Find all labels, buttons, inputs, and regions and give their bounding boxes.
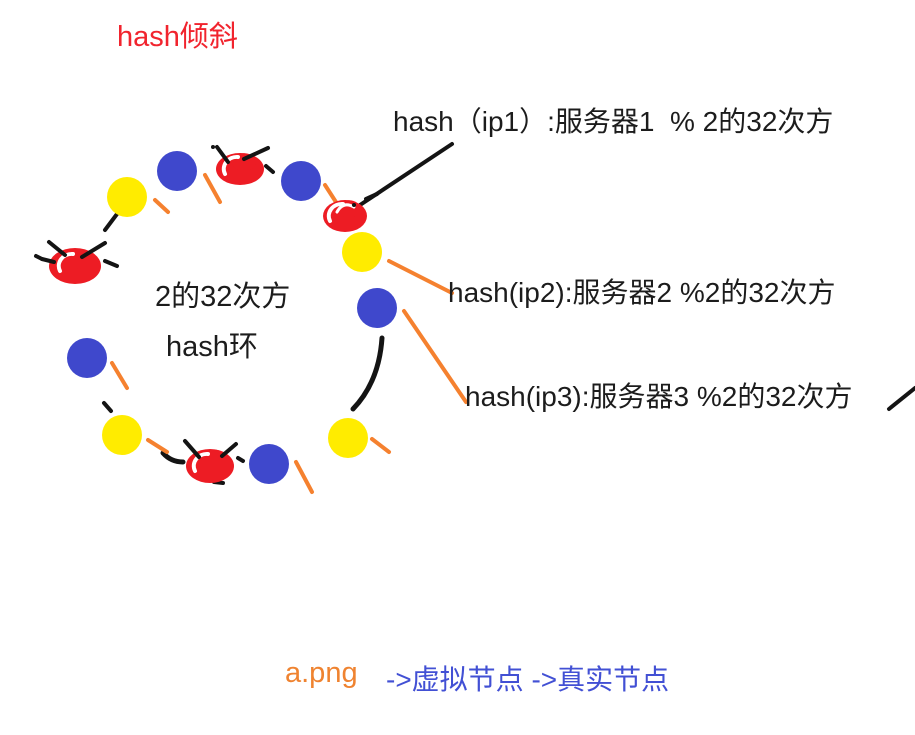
virtual-node-blue: [157, 151, 197, 191]
virtual-node-blue: [249, 444, 289, 484]
virtual-node-yellow: [107, 177, 147, 217]
server-node-highlight: [56, 251, 75, 273]
server-node-lash: [236, 456, 245, 463]
ring-tick-orange: [294, 460, 314, 494]
footer-filename: a.png: [285, 657, 358, 689]
ring-tick-orange: [370, 437, 391, 454]
virtual-node-blue: [357, 288, 397, 328]
server-node-lash: [220, 442, 238, 458]
ring-arc-segment: [160, 450, 186, 465]
server-node-lash: [264, 164, 275, 174]
server-node-lash: [215, 145, 230, 164]
virtual-node-blue: [67, 338, 107, 378]
pointer-label-ip3: hash(ip3):服务器3 %2的32次方: [465, 381, 853, 412]
ring-tick-orange: [146, 438, 169, 454]
virtual-node-yellow: [102, 415, 142, 455]
virtual-node-yellow: [342, 232, 382, 272]
footer-annotation: ->虚拟节点 ->真实节点: [386, 664, 670, 695]
ring-ink-dash: [103, 212, 119, 232]
pointer-line-ip2: [387, 259, 454, 295]
pointer-label-ip1: hash（ip1）:服务器1 % 2的32次方: [393, 106, 834, 137]
ring-ink-dash: [102, 401, 113, 413]
title-text: hash倾斜: [117, 21, 238, 53]
server-node-lash: [80, 241, 107, 259]
server-node-highlight: [326, 201, 345, 223]
server-node-highlight: [191, 451, 210, 473]
ring-center-label-line2: hash环: [166, 331, 258, 363]
server-node-lash: [242, 146, 270, 161]
server-node-lash: [103, 259, 119, 268]
ring-tick-orange: [110, 361, 129, 390]
ink-dot: [211, 145, 215, 149]
server-node-curl: [335, 203, 356, 214]
virtual-node-blue: [281, 161, 321, 201]
pointer-line-ip3: [402, 309, 468, 404]
server-node-lash: [40, 257, 56, 264]
ink-dot: [352, 203, 356, 207]
server-node-lash: [47, 240, 67, 257]
pointer-line-ip1: [355, 142, 454, 209]
pointer-label-ip2: hash(ip2):服务器2 %2的32次方: [448, 277, 836, 308]
server-node-lash: [183, 439, 201, 459]
ring-ink-dash: [887, 386, 915, 411]
ring-arc-segment: [350, 335, 385, 412]
ring-center-label-line1: 2的32次方: [155, 281, 291, 313]
ring-tick-orange: [203, 173, 222, 204]
ring-tick-orange: [153, 198, 170, 214]
virtual-node-yellow: [328, 418, 368, 458]
